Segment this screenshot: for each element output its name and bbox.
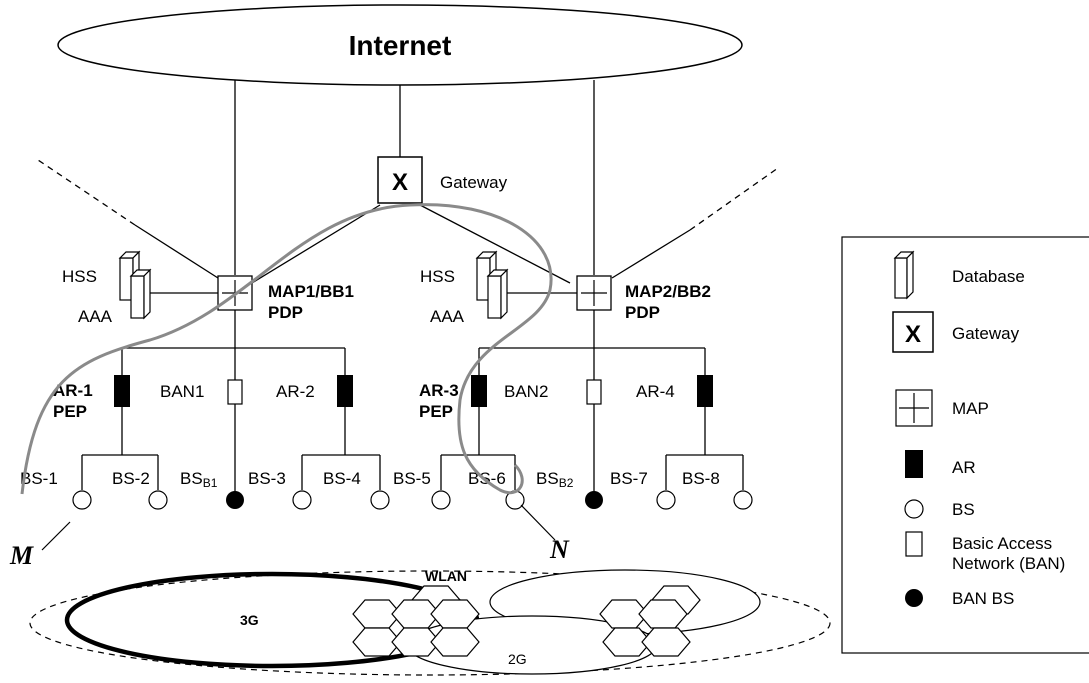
ar4-node — [697, 375, 713, 407]
legend-box — [841, 236, 1089, 654]
database-icon — [475, 250, 509, 320]
legend-ban-icon — [905, 531, 923, 557]
bs8-node — [733, 490, 753, 510]
legend-gateway-glyph: X — [905, 321, 921, 348]
legend-gateway-label: Gateway — [952, 324, 1020, 343]
ar2-label: AR-2 — [276, 382, 315, 401]
bs4-label: BS-4 — [323, 469, 361, 488]
ban-bs-b1-label: BSB1 — [180, 469, 218, 490]
legend-bs-icon — [904, 499, 924, 519]
wlan-hex-cluster — [352, 585, 480, 657]
ban1-node — [227, 379, 243, 405]
ar2-node — [337, 375, 353, 407]
gateway-glyph: X — [392, 169, 408, 196]
legend-ar-label: AR — [952, 458, 976, 477]
n-pointer — [520, 504, 556, 541]
map2-pdp-label: PDP — [625, 303, 660, 322]
ar3-node — [471, 375, 487, 407]
map1-label: MAP1/BB1 — [268, 282, 354, 301]
bs7-node — [656, 490, 676, 510]
legend-ban-label: Basic Access — [952, 534, 1052, 553]
database-icon — [118, 250, 152, 320]
bs1-label: BS-1 — [20, 469, 58, 488]
bs6-label: BS-6 — [468, 469, 506, 488]
legend-ban-bs-label: BAN BS — [952, 589, 1014, 608]
ban2-node — [586, 379, 602, 405]
legend-database-label: Database — [952, 267, 1025, 286]
gateway-node — [377, 156, 423, 204]
ar3-pep-label: PEP — [419, 402, 453, 421]
m-pointer — [41, 521, 71, 551]
aaa-label-right: AAA — [430, 307, 465, 326]
network-wlan-label: WLAN — [425, 568, 467, 584]
map2-label: MAP2/BB2 — [625, 282, 711, 301]
legend-database-icon — [893, 250, 915, 300]
legend-ban-label-2: Network (BAN) — [952, 554, 1065, 573]
hss-label-left: HSS — [62, 267, 97, 286]
ar1-node — [114, 375, 130, 407]
legend-ban-bs-icon — [905, 589, 923, 607]
bs8-label: BS-8 — [682, 469, 720, 488]
ar1-pep-label: PEP — [53, 402, 87, 421]
ban-bs-b1-node — [226, 491, 244, 509]
hss-label-right: HSS — [420, 267, 455, 286]
bs3-node — [292, 490, 312, 510]
wlan-hex-cluster — [599, 585, 701, 657]
network-2g-label: 2G — [508, 651, 527, 667]
internet-label: Internet — [349, 30, 452, 61]
backbone-links — [81, 80, 744, 492]
ar4-label: AR-4 — [636, 382, 675, 401]
ar3-label: AR-3 — [419, 381, 459, 400]
network-3g-label: 3G — [240, 612, 259, 628]
gateway-label: Gateway — [440, 173, 508, 192]
m-label: M — [9, 541, 34, 570]
legend-ar-icon — [905, 450, 923, 478]
map1-pdp-label: PDP — [268, 303, 303, 322]
bs5-label: BS-5 — [393, 469, 431, 488]
bs2-node — [148, 490, 168, 510]
ar1-label: AR-1 — [53, 381, 93, 400]
bs4-node — [370, 490, 390, 510]
ban2-label: BAN2 — [504, 382, 548, 401]
bs1-node — [72, 490, 92, 510]
legend-bs-label: BS — [952, 500, 975, 519]
dashed-extensions — [37, 159, 779, 231]
bs5-node — [431, 490, 451, 510]
bs7-label: BS-7 — [610, 469, 648, 488]
bs2-label: BS-2 — [112, 469, 150, 488]
ban1-label: BAN1 — [160, 382, 204, 401]
legend-map-label: MAP — [952, 399, 989, 418]
ban-bs-b2-label: BSB2 — [536, 469, 574, 490]
legend-gateway-icon — [892, 311, 934, 353]
mobility-path — [20, 203, 553, 495]
access-network-boundary — [29, 570, 831, 676]
ban-bs-b2-node — [585, 491, 603, 509]
n-label: N — [549, 535, 570, 564]
aaa-label-left: AAA — [78, 307, 113, 326]
bs3-label: BS-3 — [248, 469, 286, 488]
